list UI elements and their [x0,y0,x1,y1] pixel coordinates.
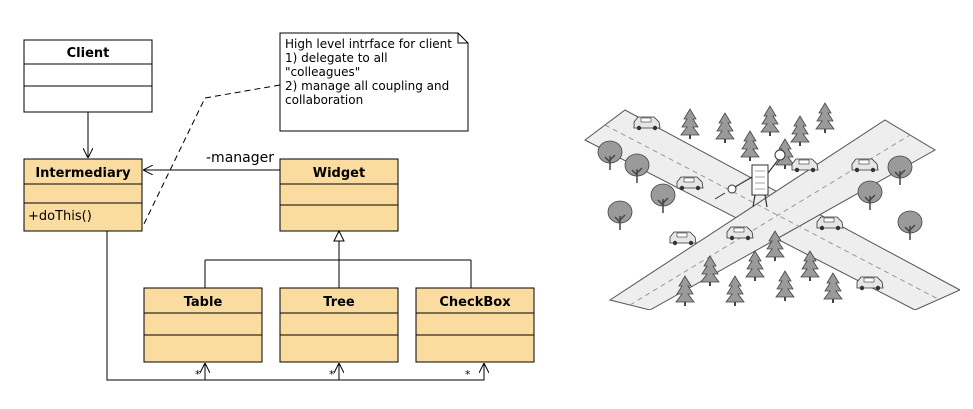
intersection-illustration [584,102,960,310]
generalization [204,229,472,288]
class-widget-name: Widget [313,166,365,181]
multiplicity-checkbox: * [465,368,471,381]
class-client-name: Client [67,46,110,61]
note-line-4: 2) manage all coupling and [285,79,449,93]
traffic-controller-figure [714,149,786,208]
association-label: -manager [206,150,274,166]
class-checkbox-name: CheckBox [439,295,511,310]
class-checkbox[interactable]: CheckBox [415,287,535,363]
note: High level intrface for client 1) delega… [279,32,469,132]
uml-diagram: Client Intermediary +doThis() Widget -ma… [23,32,535,381]
note-line-5: collaboration [285,93,363,107]
note-line-1: High level intrface for client [285,37,452,51]
class-table[interactable]: Table [143,287,263,363]
note-line-3: "colleagues" [285,65,360,79]
class-intermediary-method: +doThis() [28,209,92,224]
class-intermediary-name: Intermediary [35,166,131,181]
class-table-name: Table [184,295,223,310]
note-connector [142,84,281,227]
colleague-associations [106,231,484,381]
class-intermediary[interactable]: Intermediary +doThis() [23,158,143,232]
class-tree[interactable]: Tree [279,287,399,363]
class-tree-name: Tree [323,295,355,310]
class-client[interactable]: Client [23,39,153,113]
note-line-2: 1) delegate to all [285,51,388,65]
class-widget[interactable]: Widget [279,158,399,232]
multiplicity-table: * [195,368,201,381]
multiplicity-tree: * [329,368,335,381]
